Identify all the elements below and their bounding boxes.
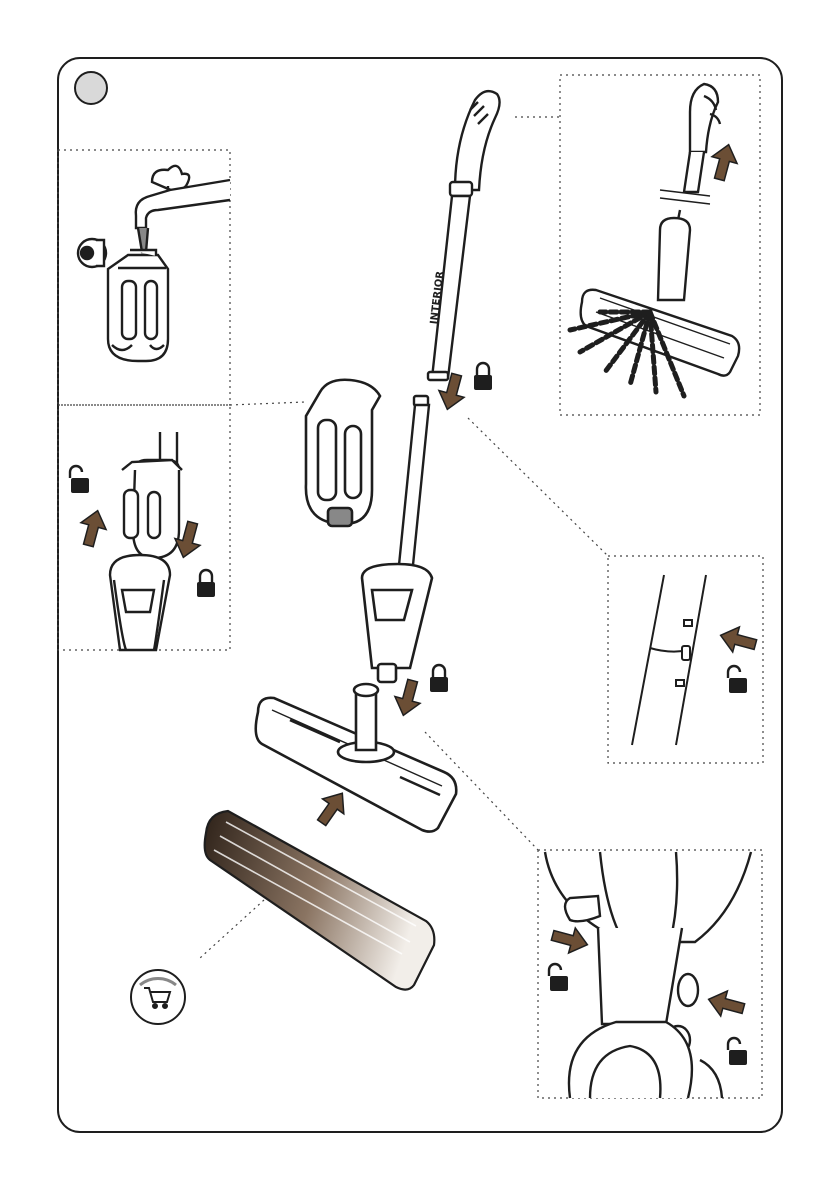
left-arrow — [705, 987, 747, 1021]
down-arrow — [391, 677, 425, 719]
left-arrow — [717, 623, 759, 657]
attach-tank-illustration — [110, 432, 182, 650]
up-arrow — [76, 507, 110, 549]
mop-base — [256, 684, 457, 832]
water-tank-main — [306, 380, 380, 526]
lock-icon — [197, 570, 215, 597]
leader-line — [230, 402, 305, 405]
step-badge — [75, 72, 107, 104]
leader-line — [200, 900, 264, 958]
unlock-icon — [728, 1038, 747, 1065]
cart-badge — [131, 970, 185, 1024]
unlock-icon — [728, 666, 747, 693]
lock-icon — [474, 363, 492, 390]
mop-handle: INTERIOR — [428, 91, 500, 380]
lock-icon — [430, 665, 448, 692]
mop-head-connector — [362, 564, 432, 682]
microfiber-pad — [205, 811, 435, 990]
fill-tank-illustration — [78, 166, 230, 361]
unlock-icon — [549, 964, 568, 991]
up-arrow — [707, 141, 741, 183]
up-arrow — [311, 786, 353, 830]
base-release-illustration — [545, 852, 751, 1098]
unlock-icon — [70, 466, 89, 493]
pole-joint-illustration — [632, 575, 706, 745]
right-arrow — [549, 923, 591, 957]
lower-pole — [397, 396, 429, 585]
leader-line — [468, 418, 608, 556]
